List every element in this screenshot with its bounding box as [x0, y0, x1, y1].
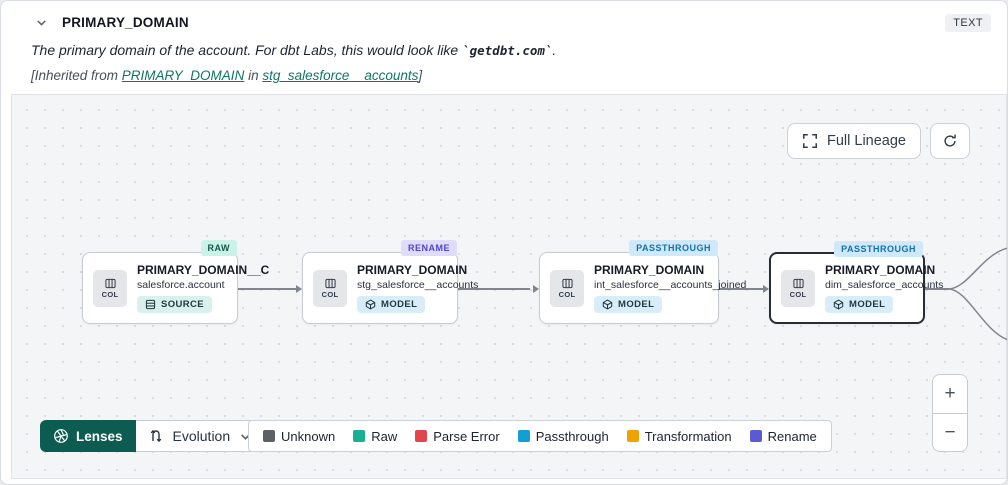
- full-lineage-button[interactable]: Full Lineage: [787, 123, 921, 159]
- resource-type-pill: MODEL: [357, 296, 426, 313]
- collapse-chevron-icon[interactable]: [35, 16, 48, 29]
- column-details-header: PRIMARY_DOMAIN TEXT The primary domain o…: [1, 1, 1007, 94]
- refresh-icon: [942, 133, 958, 149]
- edge-arrowhead: [533, 285, 539, 293]
- column-description: The primary domain of the account. For d…: [31, 42, 557, 58]
- node-model-name: int_salesforce__accounts_joined: [594, 279, 747, 291]
- status-badge: RENAME: [400, 240, 457, 256]
- node-column-name: PRIMARY_DOMAIN: [357, 263, 468, 277]
- legend-item-rename: Rename: [749, 429, 817, 444]
- lineage-canvas[interactable]: Full Lineage RAW COL: [11, 94, 1007, 479]
- node-model-name: stg_salesforce__accounts: [357, 279, 479, 291]
- zoom-out-button[interactable]: −: [933, 413, 967, 451]
- lenses-control-group: Lenses Evolution: [40, 420, 266, 452]
- edge-arrowhead: [296, 285, 302, 293]
- status-badge: PASSTHROUGH: [834, 241, 923, 257]
- edge-stg-to-int: [458, 288, 530, 290]
- column-chip: COL: [550, 269, 584, 307]
- legend-swatch: [626, 430, 639, 442]
- edge-int-to-dim: [719, 288, 764, 290]
- source-icon: [145, 299, 156, 310]
- edge-arrowhead: [763, 285, 769, 293]
- model-cube-icon: [833, 299, 844, 310]
- lenses-button[interactable]: Lenses: [40, 420, 136, 452]
- legend-item-raw: Raw: [353, 429, 397, 444]
- edge-source-to-stg: [237, 288, 297, 290]
- column-chip: COL: [93, 269, 127, 307]
- column-name-title: PRIMARY_DOMAIN: [62, 15, 189, 30]
- column-icon: [561, 278, 573, 289]
- status-badge: RAW: [200, 240, 237, 256]
- column-icon: [104, 278, 116, 289]
- column-chip: COL: [781, 269, 815, 307]
- inherited-column-link[interactable]: PRIMARY_DOMAIN: [121, 68, 245, 83]
- lens-legend: Unknown Raw Parse Error Passthrough Tran…: [248, 420, 832, 452]
- legend-swatch: [517, 430, 530, 442]
- column-chip: COL: [313, 269, 347, 307]
- legend-swatch: [749, 430, 762, 442]
- data-type-badge: TEXT: [945, 14, 991, 32]
- node-column-name: PRIMARY_DOMAIN: [825, 263, 936, 277]
- legend-item-unknown: Unknown: [263, 429, 335, 444]
- resource-type-pill: MODEL: [594, 296, 663, 313]
- node-model-name: dim_salesforce_accounts: [825, 279, 944, 291]
- lineage-node-dim-salesforce-accounts[interactable]: PASSTHROUGH COL PRIMARY_DOMAIN dim_sales…: [769, 241, 943, 324]
- node-model-name: salesforce.account: [137, 279, 225, 291]
- lens-selector-dropdown[interactable]: Evolution: [135, 420, 266, 452]
- refresh-button[interactable]: [930, 123, 970, 159]
- status-badge: PASSTHROUGH: [629, 240, 718, 256]
- outgoing-branch-edges: [948, 247, 1007, 341]
- resource-type-pill: SOURCE: [137, 296, 213, 313]
- inherited-model-link[interactable]: stg_salesforce__accounts: [262, 68, 419, 83]
- legend-swatch: [415, 430, 428, 442]
- zoom-in-button[interactable]: +: [933, 375, 967, 413]
- column-icon: [792, 278, 804, 289]
- legend-item-parse-error: Parse Error: [415, 429, 500, 444]
- inline-code: `getdbt.com`: [462, 43, 553, 58]
- column-icon: [324, 278, 336, 289]
- expand-icon: [802, 133, 818, 149]
- node-column-name: PRIMARY_DOMAIN__C: [137, 263, 270, 277]
- node-column-name: PRIMARY_DOMAIN: [594, 263, 705, 277]
- lineage-node-stg-salesforce-accounts[interactable]: RENAME COL PRIMARY_DOMAIN stg_salesforce…: [302, 240, 478, 324]
- inherited-from-note: [Inherited from PRIMARY_DOMAIN in stg_sa…: [31, 68, 423, 83]
- lineage-node-int-salesforce-accounts-joined[interactable]: PASSTHROUGH COL PRIMARY_DOMAIN int_sales…: [539, 240, 746, 324]
- legend-item-transformation: Transformation: [626, 429, 732, 444]
- lineage-node-salesforce-account[interactable]: RAW COL PRIMARY_DOMAIN__C salesforce.acc…: [82, 240, 269, 324]
- legend-item-passthrough: Passthrough: [517, 429, 609, 444]
- evolution-lens-icon: [148, 428, 164, 444]
- aperture-lens-icon: [53, 428, 69, 444]
- legend-swatch: [263, 430, 275, 442]
- legend-swatch: [353, 430, 366, 442]
- edge-dim-outgoing-stub: [925, 288, 949, 290]
- resource-type-pill: MODEL: [825, 296, 894, 313]
- model-cube-icon: [365, 299, 376, 310]
- zoom-control-group: + −: [932, 374, 968, 452]
- model-cube-icon: [602, 299, 613, 310]
